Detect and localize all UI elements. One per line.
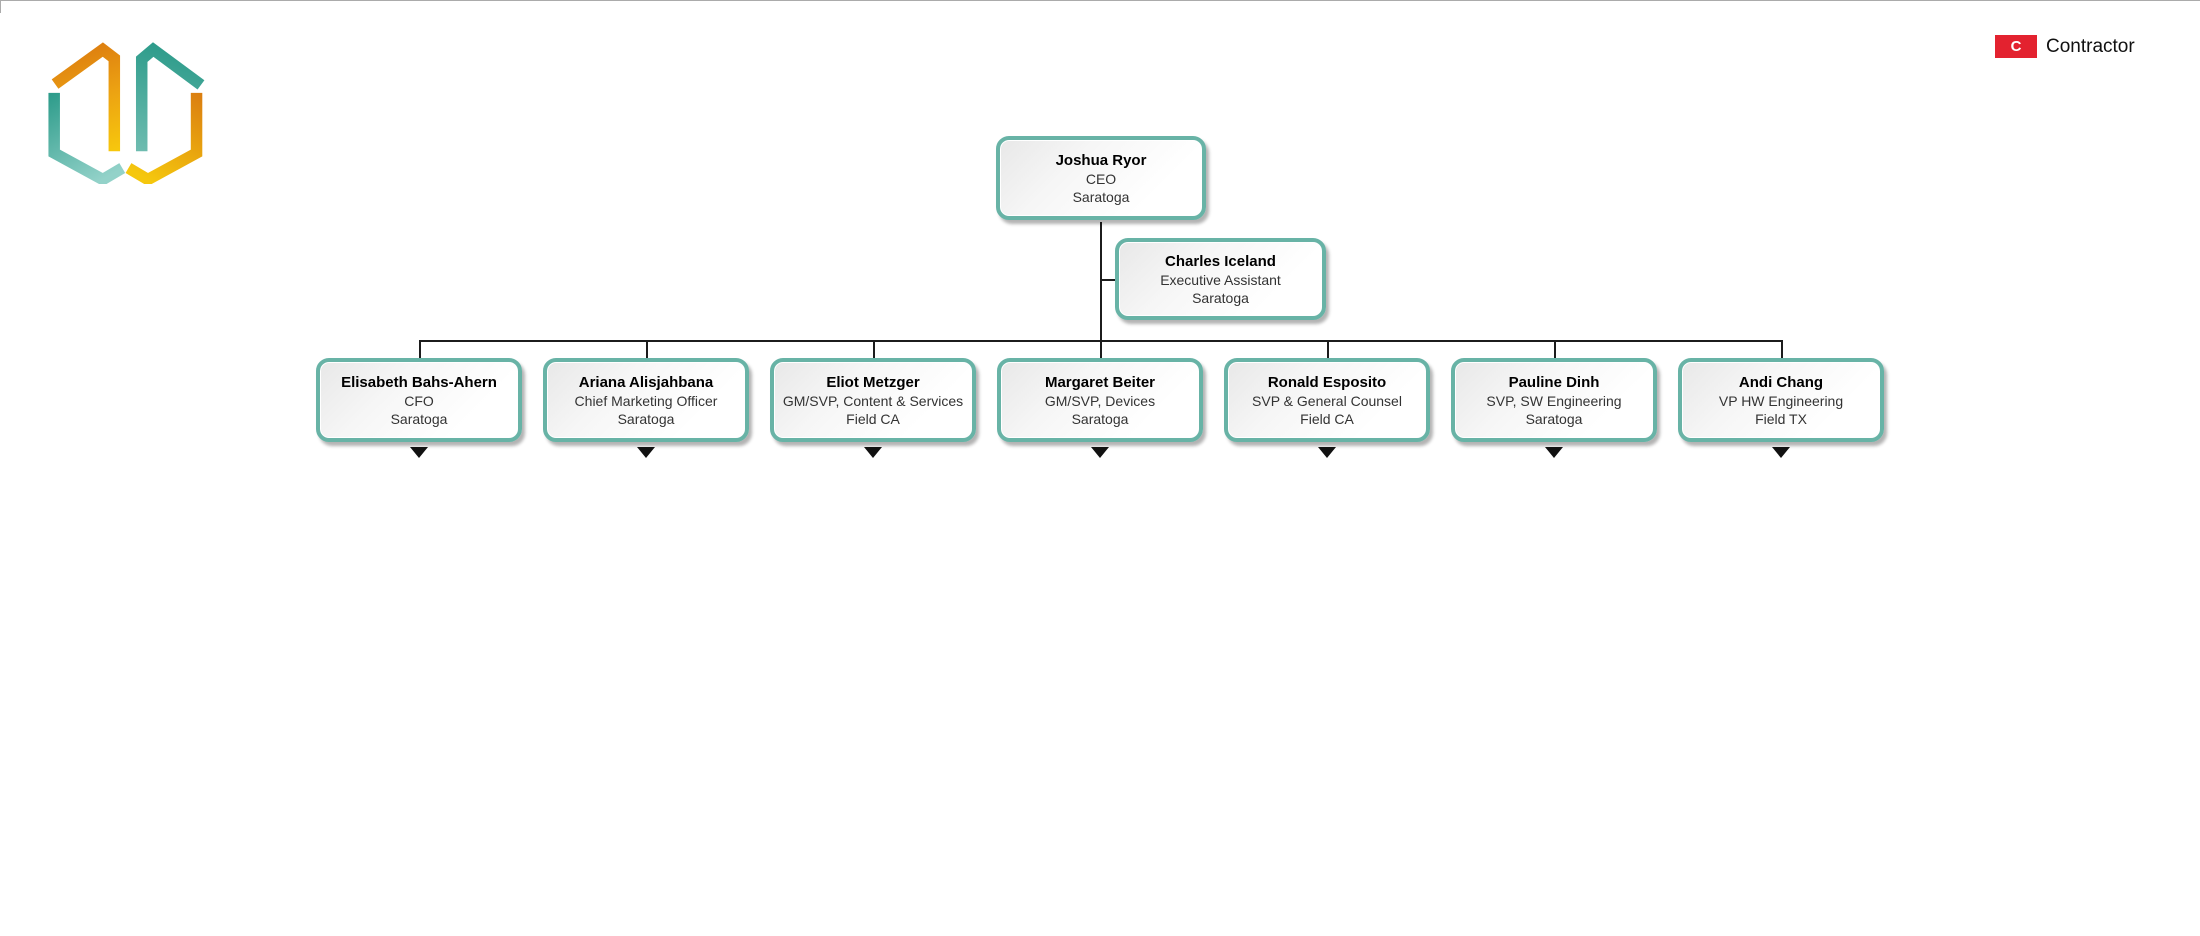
person-name: Ariana Alisjahbana [578,373,714,391]
connector-drop [1781,340,1783,358]
connector-drop [1327,340,1329,358]
expand-arrow[interactable] [1091,447,1109,458]
person-title: GM/SVP, Devices [1044,392,1156,409]
connector-assistant-branch [1101,279,1115,281]
connector-ceo-trunk [1100,222,1102,340]
person-location: Field CA [1300,410,1354,427]
connector-drop [1554,340,1556,358]
org-node-elisabeth-bahs-ahern[interactable]: Elisabeth Bahs-Ahern CFO Saratoga [316,358,522,442]
person-location: Field CA [846,410,900,427]
expand-arrow[interactable] [1772,447,1790,458]
person-location: Saratoga [390,410,448,427]
person-name: Eliot Metzger [826,373,920,391]
connector-drop [646,340,648,358]
expand-arrow[interactable] [410,447,428,458]
person-location: Saratoga [1525,410,1583,427]
expand-arrow[interactable] [637,447,655,458]
person-title: Executive Assistant [1160,271,1281,288]
legend: C Contractor [1995,35,2135,58]
person-location: Saratoga [1071,410,1129,427]
connector-drop [873,340,875,358]
connector-drop [419,340,421,358]
company-logo-icon [48,38,216,187]
person-name: Charles Iceland [1165,252,1276,270]
person-name: Andi Chang [1738,373,1824,391]
person-name: Joshua Ryor [1055,151,1147,169]
org-node-charles-iceland[interactable]: Charles Iceland Executive Assistant Sara… [1115,238,1326,320]
person-title: SVP & General Counsel [1252,392,1402,409]
page-top-border [0,0,2200,1]
org-node-eliot-metzger[interactable]: Eliot Metzger GM/SVP, Content & Services… [770,358,976,442]
person-name: Elisabeth Bahs-Ahern [341,373,497,391]
person-location: Saratoga [617,410,675,427]
expand-arrow[interactable] [1318,447,1336,458]
expand-arrow[interactable] [864,447,882,458]
org-node-pauline-dinh[interactable]: Pauline Dinh SVP, SW Engineering Saratog… [1451,358,1657,442]
person-location: Saratoga [1192,289,1249,306]
org-node-margaret-beiter[interactable]: Margaret Beiter GM/SVP, Devices Saratoga [997,358,1203,442]
person-title: CFO [404,392,434,409]
person-title: SVP, SW Engineering [1486,392,1622,409]
org-node-andi-chang[interactable]: Andi Chang VP HW Engineering Field TX [1678,358,1884,442]
person-title: CEO [1085,170,1117,187]
legend-label: Contractor [2046,36,2135,57]
person-name: Pauline Dinh [1508,373,1600,391]
connector-drop [1100,340,1102,358]
expand-arrow[interactable] [1545,447,1563,458]
person-title: VP HW Engineering [1718,392,1844,409]
org-node-ronald-esposito[interactable]: Ronald Esposito SVP & General Counsel Fi… [1224,358,1430,442]
person-location: Saratoga [1072,188,1130,205]
person-title: GM/SVP, Content & Services [782,392,964,409]
org-node-joshua-ryor[interactable]: Joshua Ryor CEO Saratoga [996,136,1206,220]
page-left-border [0,0,1,13]
person-location: Field TX [1755,410,1807,427]
person-title: Chief Marketing Officer [574,392,718,409]
contractor-badge-icon: C [1995,35,2037,58]
org-node-ariana-alisjahbana[interactable]: Ariana Alisjahbana Chief Marketing Offic… [543,358,749,442]
person-name: Margaret Beiter [1044,373,1156,391]
person-name: Ronald Esposito [1267,373,1387,391]
